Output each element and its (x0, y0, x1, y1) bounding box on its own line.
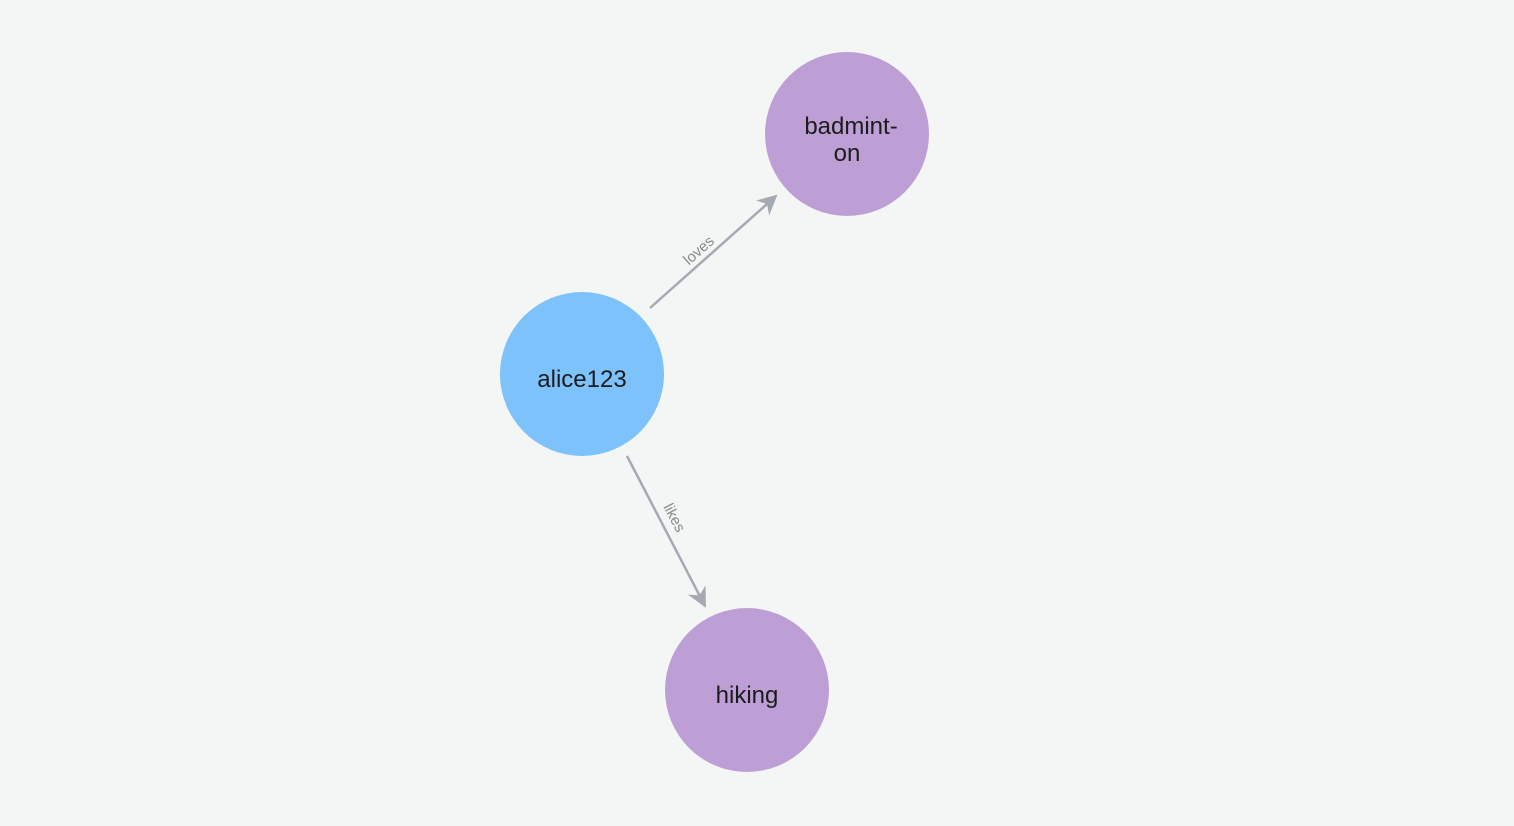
node-alice123-label: alice123 (537, 366, 626, 393)
node-alice123-circle[interactable] (500, 292, 664, 456)
node-badminton[interactable]: badmint- on (765, 52, 929, 216)
edge-line-likes[interactable] (625, 455, 707, 608)
node-badminton-circle[interactable] (765, 52, 929, 216)
edge-likes[interactable]: likes (625, 455, 707, 608)
node-hiking[interactable]: hiking (665, 608, 829, 772)
edge-line-loves[interactable] (649, 194, 778, 309)
edge-loves[interactable]: loves (649, 194, 778, 309)
node-badminton-label-line-2: on (834, 140, 861, 167)
node-badminton-label-line-1: badmint- (804, 113, 897, 140)
node-alice123[interactable]: alice123 (500, 292, 664, 456)
edge-label-likes: likes (660, 501, 689, 535)
node-hiking-circle[interactable] (665, 608, 829, 772)
node-hiking-label: hiking (716, 682, 779, 709)
